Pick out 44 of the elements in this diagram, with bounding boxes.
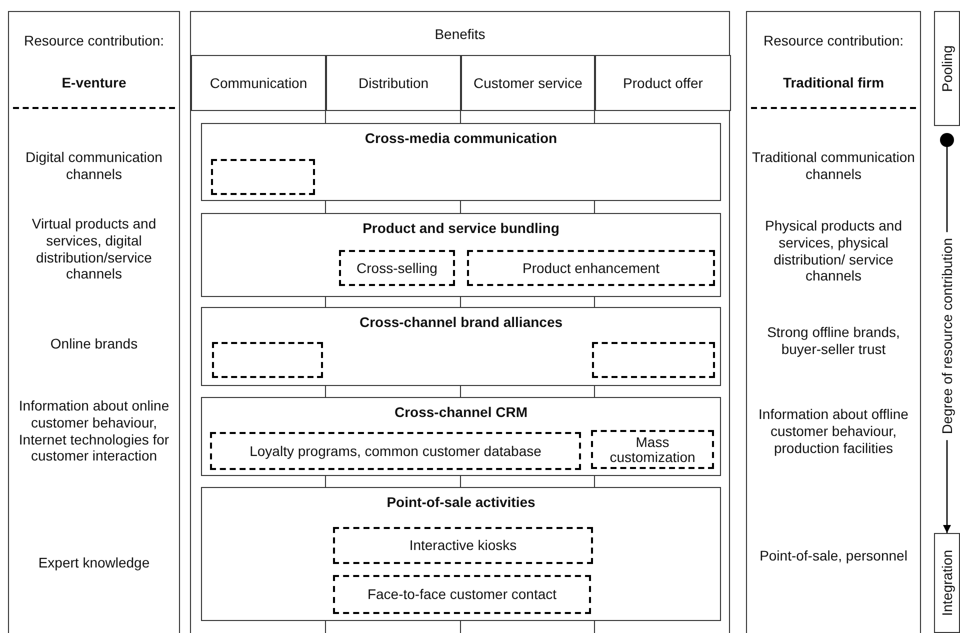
- strategy-box: [201, 397, 721, 476]
- column-header: Customer service: [461, 55, 595, 111]
- column-header: Communication: [191, 55, 326, 111]
- resource-text: Digital communication channels: [24, 149, 164, 183]
- stage-box: Integration: [934, 533, 960, 633]
- resource-text: Strong offline brands, buyer-seller trust: [766, 324, 901, 358]
- box-title: Cross-media communication: [364, 130, 558, 146]
- box-title: Point-of-sale activities: [386, 494, 536, 510]
- activity-box: Cross-selling: [339, 250, 455, 286]
- activity-box: Face-to-face customer contact: [333, 575, 591, 614]
- resource-text: Traditional communication channels: [751, 149, 916, 183]
- strategy-box: [201, 487, 721, 621]
- activity-box: Loyalty programs, common customer database: [210, 432, 581, 470]
- header-text: Resource contribution:: [762, 32, 905, 50]
- box-title: Product and service bundling: [362, 220, 560, 236]
- column-panel: [8, 11, 180, 633]
- resource-text: Point-of-sale, personnel: [758, 548, 908, 564]
- empty-dashed-box: [211, 159, 315, 195]
- resource-text: Information about offline customer behaviour, production facilities: [758, 406, 910, 456]
- column-panel: [746, 11, 921, 633]
- strategy-box: [201, 307, 721, 386]
- resource-text: Online brands: [49, 336, 139, 352]
- box-title: Cross-channel CRM: [393, 404, 529, 420]
- resource-text: Virtual products and services, digital distribution/service channels: [30, 215, 158, 283]
- box-title: Cross-channel brand alliances: [358, 314, 564, 330]
- column-header: Distribution: [326, 55, 461, 111]
- activity-box: Interactive kiosks: [333, 527, 593, 564]
- resource-text: Physical products and services, physical distribution/ service channels: [764, 217, 903, 285]
- activity-box: Mass customization: [591, 430, 714, 469]
- edge-label: Degree of resource contribution: [939, 232, 955, 441]
- stage-box: Pooling: [934, 11, 960, 126]
- strategy-box: [201, 213, 721, 297]
- resource-text: Expert knowledge: [37, 554, 151, 572]
- strategy-box: [201, 123, 721, 201]
- activity-box: Product enhancement: [467, 250, 715, 286]
- panel-title: E-venture: [60, 74, 128, 92]
- benefits-panel: [190, 11, 730, 633]
- panel-title: Traditional firm: [782, 74, 886, 92]
- header-text: Resource contribution:: [22, 32, 166, 50]
- column-header: Product offer: [595, 55, 731, 111]
- resource-text: Information about online customer behaviour, Internet technologies for customer interaction: [18, 397, 170, 465]
- empty-dashed-box: [592, 342, 715, 378]
- header-text: Benefits: [434, 24, 486, 44]
- empty-dashed-box: [212, 342, 323, 378]
